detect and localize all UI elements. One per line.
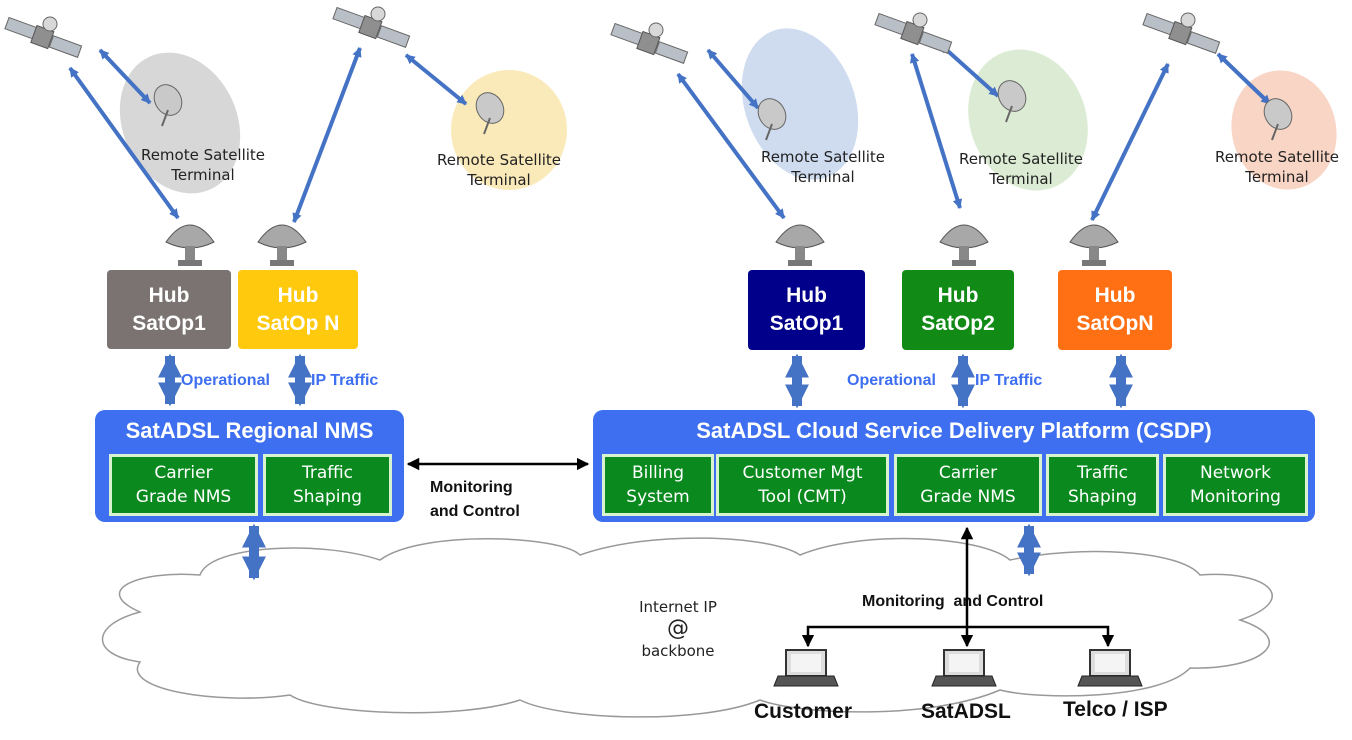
- at-icon: @: [667, 616, 689, 641]
- csdp-module-carrier-grade-nms: Carrier Grade NMS: [894, 454, 1042, 516]
- csdp-module-cmt: Customer Mgt Tool (CMT): [716, 454, 889, 516]
- hub-antenna-icon: [939, 224, 989, 267]
- hub-satop1-regional: Hub SatOp1: [107, 270, 231, 349]
- module-line2: Grade NMS: [135, 487, 232, 507]
- operational-label: Operational: [181, 372, 270, 389]
- monitoring-links: [406, 457, 1115, 648]
- satellite-icon: [874, 12, 953, 54]
- module-line2: System: [626, 487, 690, 507]
- terminal-label-line1: Remote Satellite: [436, 151, 562, 169]
- monitoring-label-line1: Monitoring: [430, 479, 513, 496]
- terminal-label-line2: Terminal: [1245, 168, 1309, 186]
- monitoring-control-label-users: Monitoring and Control: [862, 593, 1044, 610]
- regional-module-traffic-shaping: Traffic Shaping: [263, 454, 392, 516]
- csdp-module-billing: Billing System: [602, 454, 714, 516]
- module-line2: Tool (CMT): [758, 487, 847, 507]
- hub-line1: Hub: [148, 283, 190, 307]
- satellite-icon: [332, 6, 411, 48]
- user-satadsl-label: SatADSL: [921, 700, 1011, 723]
- hub-antenna-icon: [165, 224, 215, 267]
- csdp-module-traffic-shaping: Traffic Shaping: [1046, 454, 1159, 516]
- hub-antenna-icon: [257, 224, 307, 267]
- hub-line1: Hub: [1094, 284, 1136, 307]
- terminal-label: Remote Satellite Terminal: [946, 149, 1096, 189]
- hub-line2: SatOp1: [132, 311, 206, 335]
- csdp-module-network-monitoring: Network Monitoring: [1163, 454, 1308, 516]
- hub-antenna-icon: [775, 224, 825, 267]
- module-line2: Monitoring: [1190, 487, 1281, 507]
- terminal-label-line2: Terminal: [171, 166, 235, 184]
- module-line2: Grade NMS: [920, 487, 1016, 507]
- module-line1: Carrier: [154, 463, 213, 483]
- module-line1: Traffic: [301, 463, 354, 483]
- cloud-line1: Internet IP: [639, 598, 717, 616]
- module-line1: Network: [1200, 463, 1271, 483]
- module-line1: Billing: [631, 463, 685, 483]
- satellite-icon: [1142, 12, 1221, 54]
- monitoring-label-line2: and Control: [430, 503, 520, 520]
- cloud-line2: backbone: [641, 642, 715, 660]
- regional-module-carrier-grade-nms: Carrier Grade NMS: [109, 454, 258, 516]
- hub-line2: SatOpN: [1076, 312, 1154, 335]
- terminal-label-line2: Terminal: [989, 170, 1053, 188]
- panel-title: SatADSL Regional NMS: [125, 418, 374, 443]
- module-line1: Customer Mgt: [742, 463, 863, 483]
- regional-nms-panel: SatADSL Regional NMS Carrier Grade NMS T…: [95, 410, 404, 522]
- hub-line1: Hub: [937, 284, 979, 307]
- module-line2: Shaping: [292, 487, 363, 507]
- terminal-label-line1: Remote Satellite: [958, 150, 1084, 168]
- internet-backbone-label: Internet IP @ backbone: [618, 596, 738, 662]
- satellite-icon: [4, 16, 83, 58]
- user-customer-label: Customer: [754, 700, 853, 723]
- module-line2: Shaping: [1067, 487, 1138, 507]
- module-line1: Carrier: [938, 463, 998, 483]
- monitoring-control-label: Monitoring and Control: [430, 476, 520, 524]
- csdp-panel: SatADSL Cloud Service Delivery Platform …: [593, 410, 1315, 522]
- operational-label: Operational: [847, 372, 936, 389]
- panel-title: SatADSL Cloud Service Delivery Platform …: [696, 418, 1212, 443]
- terminal-label-line1: Remote Satellite: [140, 146, 266, 164]
- terminal-label-line2: Terminal: [467, 171, 531, 189]
- hub-line1: Hub: [277, 283, 319, 307]
- hub-line1: Hub: [786, 284, 827, 307]
- user-telco-label: Telco / ISP: [1063, 698, 1168, 721]
- terminal-label: Remote Satellite Terminal: [424, 150, 574, 190]
- satellite-icon: [610, 22, 689, 64]
- hub-antenna-icon: [1069, 224, 1119, 267]
- ip-traffic-label: IP Traffic: [975, 372, 1043, 389]
- hub-satop1-csdp: Hub SatOp1: [748, 270, 865, 350]
- hub-satopn-csdp: Hub SatOpN: [1058, 270, 1172, 350]
- hub-line2: SatOp2: [921, 312, 995, 335]
- terminal-label-line2: Terminal: [791, 168, 855, 186]
- terminal-label-line1: Remote Satellite: [760, 148, 886, 166]
- terminal-zone-1: [119, 52, 241, 194]
- terminal-label: Remote Satellite Terminal: [1202, 147, 1352, 187]
- terminal-label-line1: Remote Satellite: [1214, 148, 1340, 166]
- hub-satopn-regional: Hub SatOp N: [238, 270, 358, 349]
- hub-satop2-csdp: Hub SatOp2: [902, 270, 1014, 350]
- satellite-links: [68, 42, 1272, 223]
- hub-line2: SatOp N: [256, 311, 340, 335]
- terminal-label: Remote Satellite Terminal: [128, 145, 278, 185]
- module-line1: Traffic: [1076, 463, 1129, 483]
- hub-panel-links: [157, 353, 1134, 581]
- ip-traffic-label: IP Traffic: [311, 372, 379, 389]
- terminal-label: Remote Satellite Terminal: [748, 147, 898, 187]
- hub-line2: SatOp1: [769, 312, 844, 335]
